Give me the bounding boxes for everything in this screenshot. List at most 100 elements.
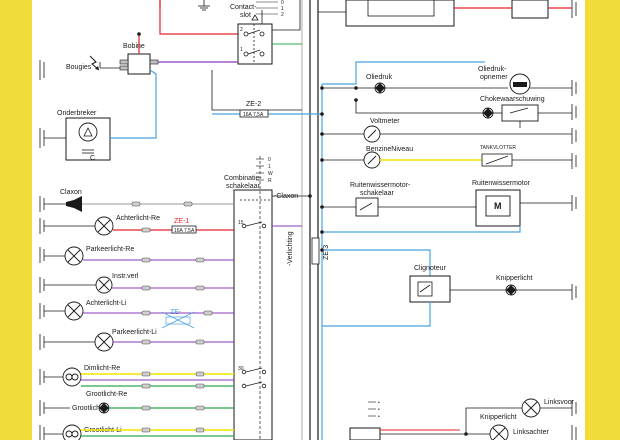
- key-pos-2: 2: [281, 12, 284, 18]
- switch-term-15: 15: [238, 220, 244, 226]
- contactslot-label-2: slot: [240, 12, 251, 19]
- linksachter-label: Linksachter: [513, 429, 549, 436]
- wire-clignoteur-down: [322, 302, 431, 327]
- ghost-fuse: [165, 316, 191, 325]
- switch-pos-markers: [256, 158, 264, 181]
- lamp-achterlicht-re: [94, 216, 114, 236]
- claxon-horn: [66, 196, 82, 212]
- combinatie-label-2: schakelaar: [226, 183, 261, 190]
- clignoteur-inner: [417, 281, 433, 297]
- grootlicht-label: Grootlicht: [72, 405, 102, 412]
- bougies-label: Bougies: [66, 64, 92, 71]
- voltmeter-label: Voltmeter: [370, 118, 400, 125]
- clignoteur-blade: [419, 284, 431, 293]
- ground-rails-right: [571, 0, 577, 440]
- lamp-parkeerlicht-li: [94, 332, 114, 352]
- achterlicht-li-label: Achterlicht-Li: [86, 300, 127, 307]
- wire-black-to-bus: [272, 0, 301, 31]
- top-right-unit: [345, 0, 455, 27]
- spark-symbol: [89, 55, 100, 71]
- contactslot-label: Contact-: [230, 4, 257, 11]
- wiper-motor-label: Ruitenwissermotor: [472, 180, 531, 187]
- switch-term-30: 30: [238, 366, 244, 372]
- instr-verl-label: Instr.verl: [112, 273, 139, 280]
- lamp-achterlicht-li: [64, 301, 84, 321]
- knipperlicht-top-label: Knipperlicht: [496, 275, 533, 282]
- grootlicht-re-label: Grootlicht-Re: [86, 391, 127, 398]
- ground-symbol-top: [198, 0, 210, 11]
- parkeerlicht-re-label: Parkeerlicht-Re: [86, 246, 134, 253]
- top-right-box-2: [511, 0, 549, 19]
- bobine-label: Bobine: [123, 43, 145, 50]
- wire-choke: [355, 100, 483, 114]
- lamp-parkeerlicht-re: [64, 246, 84, 266]
- lamp-grootlicht-li: [62, 424, 82, 440]
- key-pos-1: 1: [281, 6, 284, 12]
- onderbreker-label: Onderbreker: [57, 110, 97, 117]
- achterlicht-re-label: Achterlicht-Re: [116, 215, 160, 222]
- linksvoor-label: Linksvoor: [544, 399, 575, 406]
- lamp-instr-verl: [95, 276, 113, 294]
- junction-dots: [137, 32, 468, 436]
- switch-pos-r: R: [268, 178, 272, 184]
- lamp-linksvoor: [521, 398, 541, 418]
- oliedrukopnemer-label-2: opnemer: [480, 74, 508, 81]
- indicator-switch: [349, 427, 381, 440]
- voltmeter-needle: [367, 129, 377, 139]
- combinatie-label-1: Combinatie-: [224, 175, 262, 182]
- lamp-grootlicht-fill: [99, 403, 109, 413]
- key-pos-0: 0: [281, 0, 284, 6]
- wire-blue-breaker: [110, 69, 157, 139]
- oliedruk-lamp-fill: [375, 83, 385, 93]
- wire-wiper-blue: [322, 226, 521, 233]
- lamp-linksachter: [489, 424, 509, 440]
- wire-black-ze2: [211, 70, 302, 111]
- parkeerlicht-li-label: Parkeerlicht-Li: [112, 329, 157, 336]
- wire-black-indicator-up: [465, 407, 522, 434]
- fuse-ze1: [171, 225, 197, 234]
- wiper-switch: [355, 197, 379, 217]
- fuse-ze3: [311, 237, 320, 265]
- clignoteur-box: [409, 275, 451, 303]
- switch-pos-1: 1: [268, 164, 271, 170]
- lamp-dimlicht-re: [62, 367, 82, 387]
- wire-blue-right-feed: [322, 61, 485, 85]
- choke-lamp-fill: [483, 108, 493, 118]
- fuse-ze1-value: 16A 7,5A: [174, 228, 195, 234]
- ignition-term-2: 2: [240, 27, 243, 33]
- choke-switch: [501, 104, 539, 122]
- wire-blue-clignoteur: [322, 249, 431, 276]
- switch-pos-w: W: [268, 171, 273, 177]
- ghost-fuse-cross-2: [161, 311, 195, 329]
- top-right-unit-inner: [367, 0, 435, 17]
- indicator-switch-legend: [368, 401, 376, 417]
- oliedruk-sensor-inner: [513, 82, 527, 87]
- breaker-cam: [78, 122, 98, 142]
- spark-arrow: [95, 66, 99, 70]
- frame-right: [585, 0, 620, 440]
- choke-label: Chokewaarschuwing: [480, 96, 545, 103]
- tankvlotter-label: TANKVLOTTER: [480, 145, 516, 151]
- fuse-ze2: [239, 109, 269, 118]
- oliedrukopnemer-label-1: Oliedruk-: [478, 66, 507, 73]
- tankvlotter-slide: [485, 155, 509, 165]
- dimlicht-re-label: Dimlicht-Re: [84, 365, 120, 372]
- fuse-ze2-value: 16A 7,5A: [243, 112, 264, 118]
- indicator-legend-3: •: [378, 414, 380, 420]
- indicator-legend-2: •: [378, 407, 380, 413]
- wire-red-ignition: [159, 0, 246, 35]
- switch-pos-0: 0: [268, 157, 271, 163]
- wiper-switch-label-2: schakelaar: [360, 190, 395, 197]
- oliedruk-label: Oliedruk: [366, 74, 393, 81]
- verlichting-label: -Verlichting: [287, 231, 294, 266]
- frame-left: [0, 0, 32, 440]
- combination-switch: [233, 189, 273, 440]
- coil-body: [127, 53, 151, 75]
- benzine-label: BenzineNiveau: [366, 146, 413, 153]
- breaker-arrow: [83, 127, 93, 137]
- combination-contacts: [240, 199, 272, 389]
- ignition-key-triangle: [251, 14, 259, 21]
- claxon-switch-label: -Claxon: [274, 193, 298, 200]
- benzine-needle: [367, 155, 377, 165]
